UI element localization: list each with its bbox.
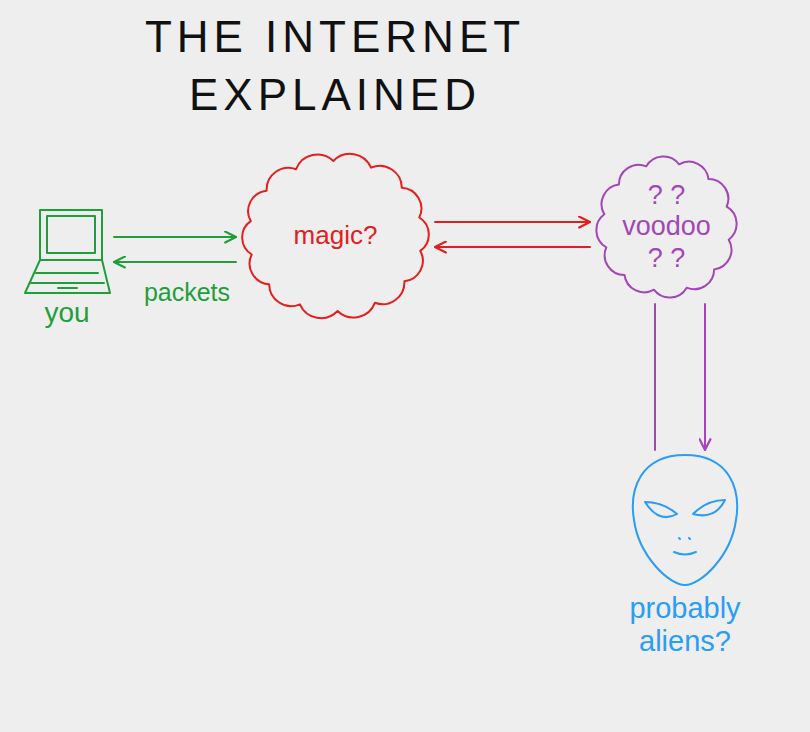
arrow-connector [114,236,236,238]
cloud-outline [242,154,429,318]
edge-label: packets [144,278,230,307]
alien-mouth [674,552,696,555]
node-label: you [44,297,89,329]
node-label: ? ? [648,180,686,211]
laptop-base [25,260,110,293]
laptop-keys [31,273,104,288]
node-label: magic? [294,221,378,251]
arrow-connector [654,304,656,450]
laptop-node: you [22,205,112,345]
cloud-node: magic? [238,150,433,322]
cloud-node: ? ?voodoo? ? [592,152,741,302]
alien-nose [679,538,690,539]
title: THE INTERNET EXPLAINED [75,8,595,124]
arrow-connector [704,304,706,450]
alien-head [633,455,737,585]
alien-eye [645,502,677,517]
node-label: voodoo [622,211,711,242]
alien-face [595,452,775,702]
arrow-connector [114,261,236,263]
laptop-display [47,216,95,253]
laptop-screen [40,210,102,260]
node-label: ? ? [648,243,686,274]
node-label: probably aliens? [599,592,771,659]
alien-node: probably aliens? [595,452,775,702]
alien-eye [693,500,725,515]
arrow-connector [435,221,590,223]
cloud-outline [596,156,736,297]
arrow-connector [435,246,590,248]
